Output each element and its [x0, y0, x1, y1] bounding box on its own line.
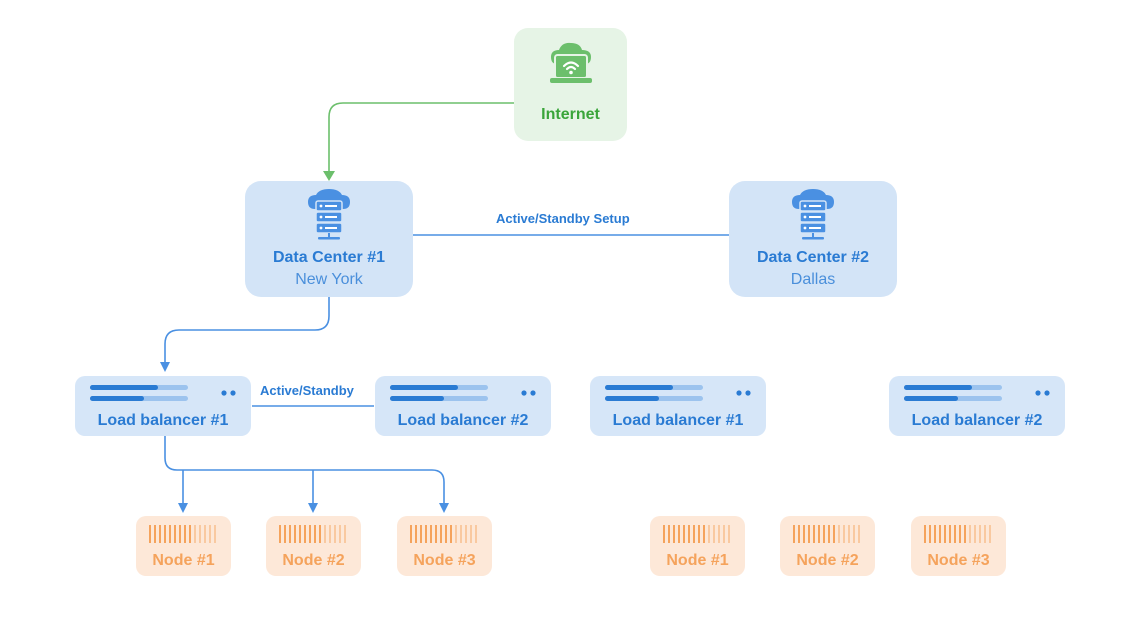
node-ny-2: Node #2 — [266, 516, 361, 576]
server-rack-icon — [924, 525, 991, 543]
load-balancer-ny-2: Load balancer #2 — [375, 376, 551, 436]
datacenter-2: Data Center #2 Dallas — [729, 181, 897, 297]
status-dots-icon — [521, 390, 536, 396]
status-dots-icon — [1035, 390, 1050, 396]
server-rack-icon — [410, 525, 477, 543]
datacenter-title: Data Center #2 — [756, 249, 870, 266]
lb-link-label: Active/Standby — [258, 383, 356, 398]
datacenter-title: Data Center #1 — [272, 249, 386, 266]
dc1-to-lb-arrow — [160, 297, 330, 372]
server-rack-icon — [149, 525, 216, 543]
node-ny-3: Node #3 — [397, 516, 492, 576]
internet-label: Internet — [541, 106, 600, 123]
lb-to-nodes-connector — [164, 436, 445, 483]
node-label: Node #1 — [666, 552, 729, 569]
load-balancer-icon — [605, 385, 703, 401]
node-label: Node #2 — [796, 552, 859, 569]
cloud-laptop-wifi-icon — [550, 42, 592, 83]
node-label: Node #3 — [927, 552, 990, 569]
status-dots-icon — [736, 390, 751, 396]
node-dallas-2: Node #2 — [780, 516, 875, 576]
server-rack-icon — [663, 525, 730, 543]
node-label: Node #3 — [413, 552, 476, 569]
load-balancer-dallas-1: Load balancer #1 — [590, 376, 766, 436]
load-balancer-label: Load balancer #2 — [397, 412, 529, 429]
node-label: Node #1 — [152, 552, 215, 569]
cloud-server-icon — [792, 189, 834, 240]
cloud-server-icon — [308, 189, 350, 240]
server-rack-icon — [793, 525, 860, 543]
load-balancer-icon — [904, 385, 1002, 401]
status-dots-icon — [221, 390, 236, 396]
datacenter-location: New York — [295, 271, 363, 288]
node-ny-1: Node #1 — [136, 516, 231, 576]
internet-to-dc1-arrow — [328, 102, 514, 176]
node-label: Node #2 — [282, 552, 345, 569]
datacenter-1: Data Center #1 New York — [245, 181, 413, 297]
datacenter-location: Dallas — [790, 271, 836, 288]
load-balancer-icon — [90, 385, 188, 401]
load-balancer-label: Load balancer #1 — [612, 412, 744, 429]
node-dallas-1: Node #1 — [650, 516, 745, 576]
server-rack-icon — [279, 525, 346, 543]
load-balancer-icon — [390, 385, 488, 401]
load-balancer-label: Load balancer #1 — [97, 412, 229, 429]
load-balancer-dallas-2: Load balancer #2 — [889, 376, 1065, 436]
load-balancer-label: Load balancer #2 — [911, 412, 1043, 429]
node-dallas-3: Node #3 — [911, 516, 1006, 576]
internet-node: Internet — [514, 28, 627, 141]
dc-link-label: Active/Standby Setup — [494, 211, 632, 226]
load-balancer-ny-1: Load balancer #1 — [75, 376, 251, 436]
